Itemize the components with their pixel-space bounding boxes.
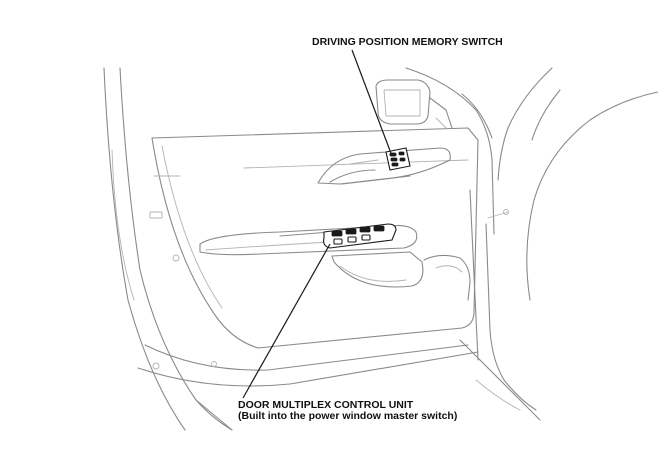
door-pocket (331, 251, 471, 301)
multiplex-unit-label: DOOR MULTIPLEX CONTROL UNIT (238, 399, 414, 411)
side-mirror (375, 79, 453, 129)
door-frame (103, 67, 233, 431)
multiplex-unit-leader (242, 243, 331, 399)
multiplex-unit-callout: DOOR MULTIPLEX CONTROL UNIT (Built into … (238, 400, 457, 422)
body-pillar (405, 67, 658, 421)
multiplex-unit-note: (Built into the power window master swit… (238, 410, 458, 422)
memory-switch-leader (351, 49, 393, 157)
memory-switch (385, 147, 411, 171)
upper-door-handle (317, 147, 451, 185)
memory-switch-label: DRIVING POSITION MEMORY SWITCH (312, 36, 503, 48)
master-switch (323, 223, 397, 249)
memory-switch-callout: DRIVING POSITION MEMORY SWITCH (312, 37, 503, 48)
armrest (199, 225, 418, 256)
door-panel (137, 127, 479, 387)
